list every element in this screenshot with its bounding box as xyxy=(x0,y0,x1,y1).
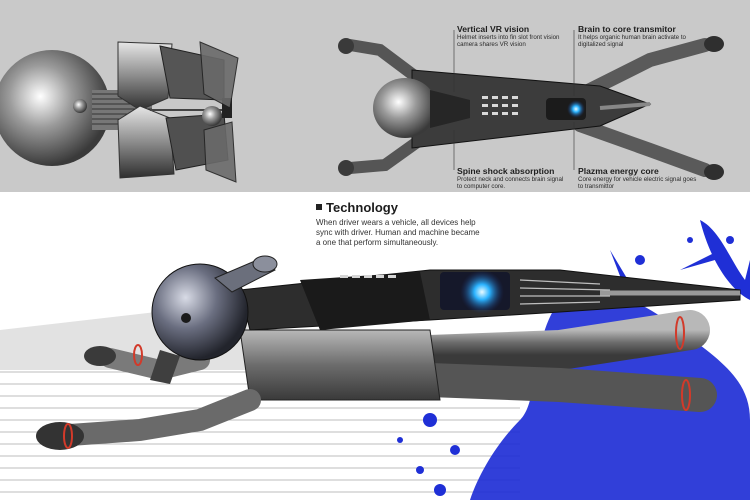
callout-lines xyxy=(453,30,575,170)
annotation-brain-to-core: Brain to core transmitor It helps organi… xyxy=(578,24,698,49)
annotation-desc: Helmet inserts into fin slot front visio… xyxy=(457,34,560,49)
technology-block: Technology When driver wears a vehicle, … xyxy=(316,200,486,248)
technology-title-text: Technology xyxy=(326,200,398,215)
top-view-driver xyxy=(338,36,724,180)
annotation-desc: Core energy for vehicle electric signal … xyxy=(578,176,697,191)
annotation-title: Vertical VR vision xyxy=(457,24,530,34)
annotation-desc: Protect neck and connects brain signal t… xyxy=(457,176,564,191)
annotation-title: Plazma energy core xyxy=(578,166,659,176)
side-view-driver xyxy=(36,255,741,450)
helmet-detail xyxy=(0,41,239,183)
annotation-title: Spine shock absorption xyxy=(457,166,555,176)
annotation-desc: It helps organic human brain activate to… xyxy=(578,34,687,49)
annotation-spine-shock: Spine shock absorption Protect neck and … xyxy=(457,166,567,191)
annotation-vertical-vr-vision: Vertical VR vision Helmet inserts into f… xyxy=(457,24,567,49)
bullet-square-icon xyxy=(316,204,322,210)
annotation-plazma-core: Plazma energy core Core energy for vehic… xyxy=(578,166,698,191)
annotation-title: Brain to core transmitor xyxy=(578,24,676,34)
technology-body: When driver wears a vehicle, all devices… xyxy=(316,218,480,247)
technology-title: Technology xyxy=(316,200,486,216)
